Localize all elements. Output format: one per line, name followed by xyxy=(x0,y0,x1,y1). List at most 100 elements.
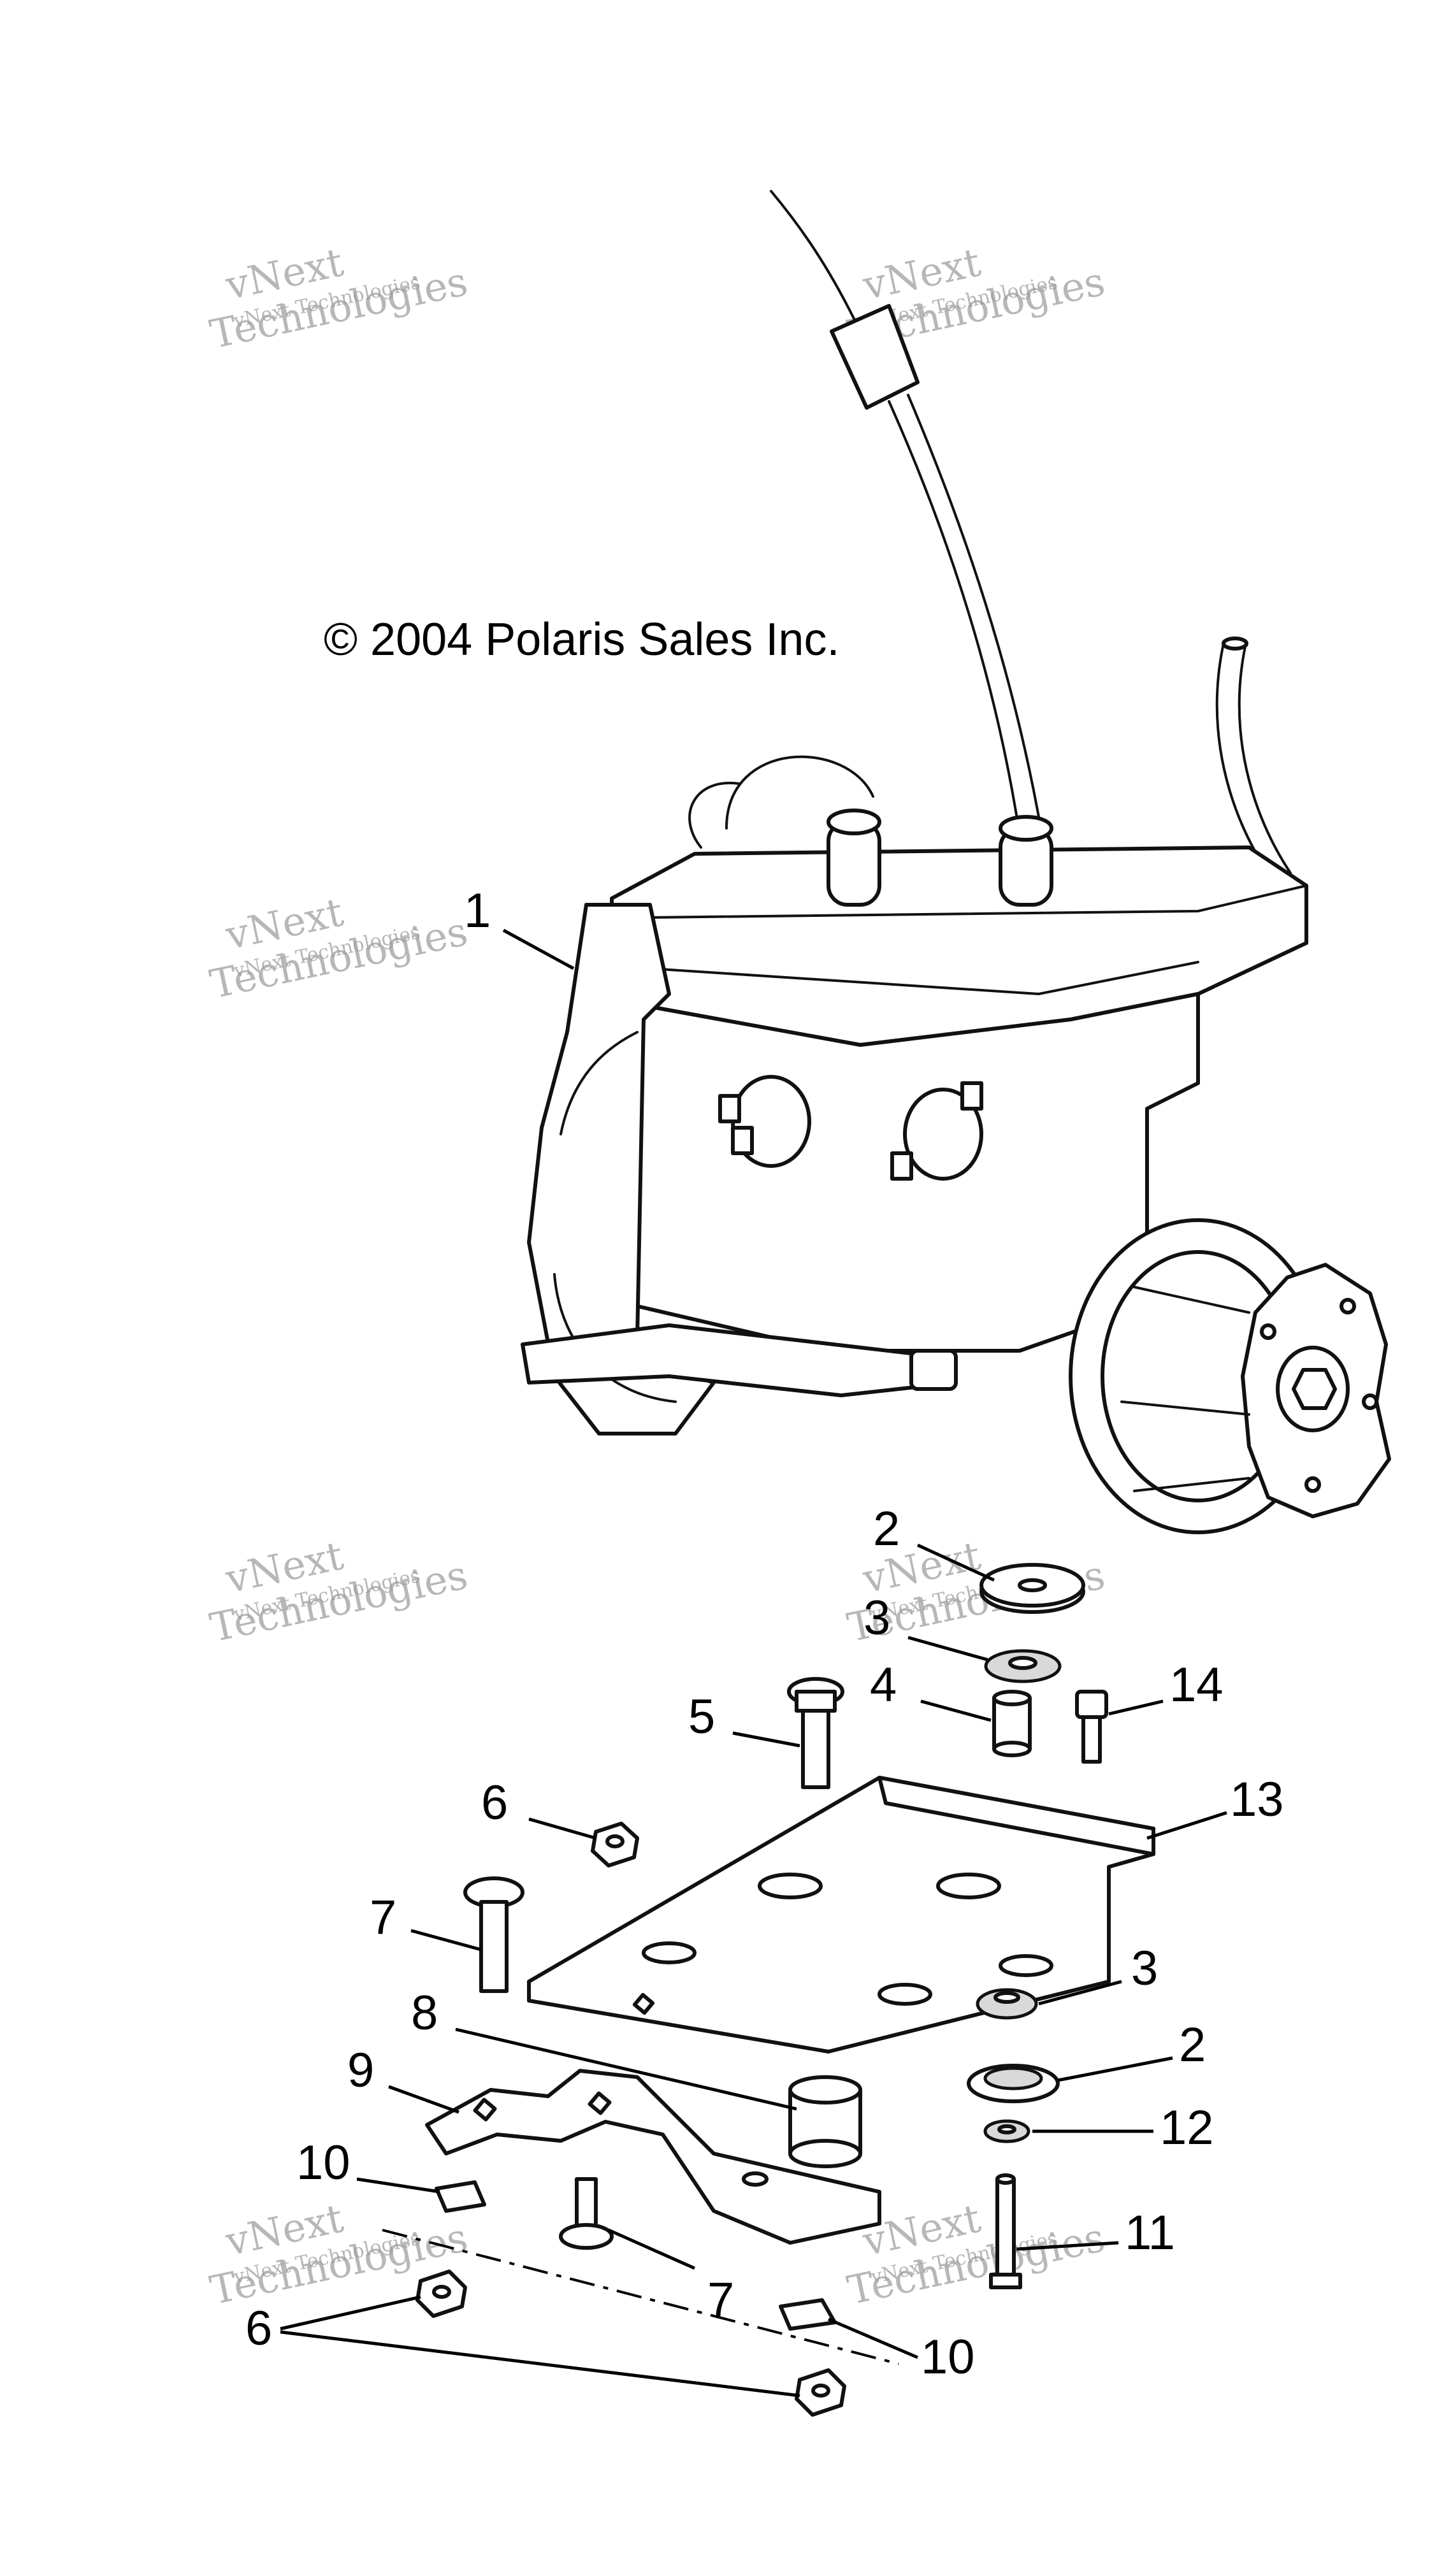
cushion-top xyxy=(979,1563,1085,1614)
washer-upper-hole xyxy=(1008,1656,1037,1670)
clutch-bolt-hole xyxy=(1340,1298,1356,1314)
assembly-center-line xyxy=(382,2229,899,2365)
cable-housing-right xyxy=(907,394,1043,836)
leader-lines xyxy=(280,928,1227,2398)
callout-7-lower: 7 xyxy=(707,2273,734,2327)
nut-6-lower-right-hole xyxy=(811,2384,830,2398)
stud-11-shank xyxy=(995,2177,1016,2283)
left-side-cover xyxy=(527,903,716,1436)
callout-9: 9 xyxy=(347,2043,374,2097)
callout-12: 12 xyxy=(1160,2101,1214,2155)
intake-post-cap xyxy=(999,815,1053,842)
stud xyxy=(731,1126,754,1155)
fuel-hose xyxy=(1215,642,1269,874)
callout-14: 14 xyxy=(1169,1658,1224,1712)
leader-4 xyxy=(920,1699,992,1722)
leader-5 xyxy=(732,1731,800,1748)
bracket-square-hole xyxy=(473,2097,497,2122)
bolt-5-dome xyxy=(795,1690,837,1713)
callout-3-lower: 3 xyxy=(1131,1941,1158,1996)
plate-square-hole xyxy=(632,1992,655,2015)
callout-3-top: 3 xyxy=(863,1591,890,1645)
washer-lower xyxy=(976,1988,1038,2020)
leader-2-top xyxy=(916,1543,995,1582)
leader-14 xyxy=(1108,1699,1164,1716)
clutch-bolt-hole xyxy=(1260,1323,1276,1340)
square-washer-10-upper xyxy=(435,2180,486,2213)
washer-12-hole xyxy=(997,2124,1016,2134)
copyright-text: © 2004 Polaris Sales Inc. xyxy=(324,614,839,665)
callout-11: 11 xyxy=(1125,2206,1175,2260)
washer-lower-hole xyxy=(993,1991,1020,2004)
throttle-cable-wire xyxy=(770,190,855,320)
callout-2-top: 2 xyxy=(873,1502,900,1556)
leader-7-lower xyxy=(607,2228,696,2270)
nut-6-upper xyxy=(591,1822,639,1867)
callout-10-upper: 10 xyxy=(296,2136,350,2190)
square-washer-10-lower xyxy=(779,2298,837,2331)
stud xyxy=(718,1094,741,1123)
fuel-hose-outline xyxy=(1238,642,1292,874)
bolt-5-shank xyxy=(801,1709,830,1789)
spacer-bottom xyxy=(992,1741,1032,1757)
plate-hole xyxy=(999,1954,1053,1977)
lifting-loop xyxy=(725,755,874,830)
cushion-lower xyxy=(967,2064,1060,2103)
cable-sleeve xyxy=(830,304,920,410)
callout-2-lower: 2 xyxy=(1179,2018,1206,2072)
clutch-bolt-hole xyxy=(1304,1476,1321,1493)
leader-6-lower-a xyxy=(280,2295,421,2331)
cushion-lower-center xyxy=(983,2066,1043,2090)
stud xyxy=(960,1081,983,1111)
leader-10-lower xyxy=(828,2317,918,2359)
leader-1 xyxy=(502,928,575,970)
callout-numbers: 1 2 3 4 14 5 13 6 7 3 8 2 9 12 10 7 11 6… xyxy=(245,884,1284,2384)
bolt-7-upper-shank xyxy=(479,1900,509,1993)
clutch-bolt-hole xyxy=(1362,1393,1378,1410)
housing-edge xyxy=(649,884,1308,919)
callout-4: 4 xyxy=(870,1658,897,1712)
bracket-square-hole xyxy=(588,2091,612,2115)
bushing-top xyxy=(788,2075,862,2105)
callout-10-lower: 10 xyxy=(921,2330,975,2384)
clutch-fins xyxy=(1120,1286,1250,1492)
hose-end xyxy=(1222,637,1248,651)
clutch-nut xyxy=(1292,1368,1337,1410)
spacer-top xyxy=(992,1690,1032,1706)
callout-7-upper: 7 xyxy=(370,1890,396,1945)
callout-1: 1 xyxy=(464,884,491,938)
leader-2-lower xyxy=(1057,2056,1173,2082)
plate-hole xyxy=(758,1873,823,1899)
cover-rim xyxy=(560,1031,639,1135)
leader-9 xyxy=(388,2085,459,2114)
leader-3-lower xyxy=(1038,1980,1122,2006)
engine-top-housing xyxy=(610,845,1308,1047)
stud-11-top xyxy=(995,2173,1016,2185)
callout-13: 13 xyxy=(1230,1773,1284,1827)
leader-6-lower-b xyxy=(280,2330,800,2398)
bolt-14 xyxy=(1075,1690,1108,1764)
plate-hole xyxy=(936,1873,1001,1899)
callout-6-top: 6 xyxy=(481,1776,508,1830)
nut-6-lower-left xyxy=(415,2270,467,2318)
carriage-bolt-7-lower xyxy=(559,2177,614,2250)
callout-6-lower: 6 xyxy=(245,2301,272,2356)
leader-8 xyxy=(455,2027,797,2111)
cable-housing-left xyxy=(888,400,1021,836)
bolt-7-lower-head xyxy=(559,2223,614,2250)
lower-bracket-9 xyxy=(425,2069,881,2245)
stud-11 xyxy=(989,2173,1022,2289)
leader-13 xyxy=(1146,1811,1227,1840)
nut-6-lower-left-hole xyxy=(432,2285,451,2299)
watermark-3: vNext Technologies vNext Technologies xyxy=(206,889,472,1008)
bushing-bottom xyxy=(788,2139,862,2168)
leader-6-top xyxy=(528,1817,596,1840)
bracket-round-hole xyxy=(742,2171,769,2187)
bolt-14-shank xyxy=(1081,1715,1102,1764)
spacer-sleeve xyxy=(992,1690,1032,1757)
plate-flange xyxy=(877,1776,1155,1856)
washer-12 xyxy=(983,2119,1030,2143)
block-port-right xyxy=(903,1088,983,1181)
carriage-bolt-5 xyxy=(787,1677,844,1789)
leader-11 xyxy=(1016,2241,1119,2251)
